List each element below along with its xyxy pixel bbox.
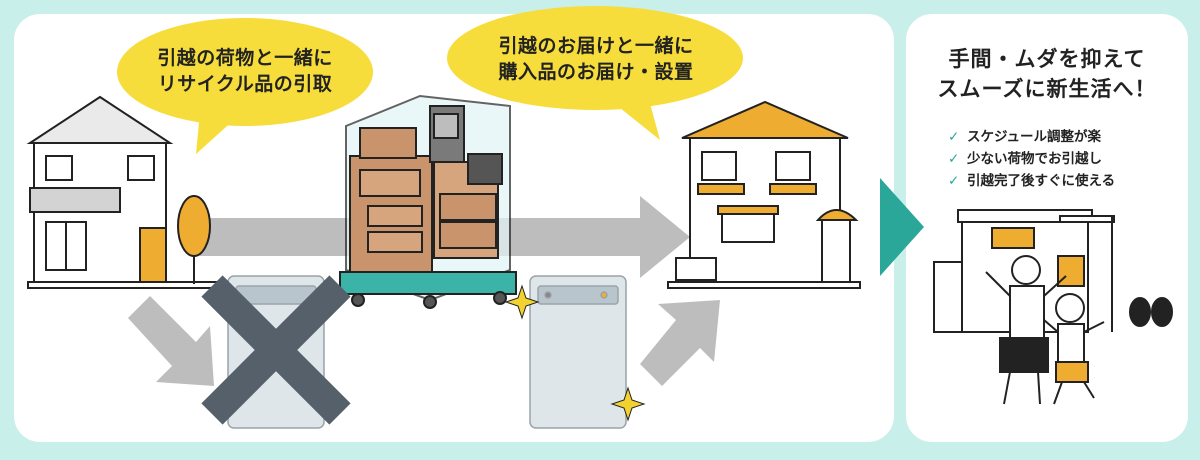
up-arrow (640, 300, 720, 386)
next-chevron-icon (880, 178, 924, 276)
benefit-text: スケジュール調整が楽 (967, 129, 1102, 145)
side-title: 手間・ムダを抑えて スムーズに新生活へ！ (906, 44, 1188, 104)
mother-icon (985, 255, 1067, 405)
benefit-text: 少ない荷物でお引越し (967, 151, 1102, 167)
bubble-left-text: 引越の荷物と一緒に リサイクル品の引取 (126, 45, 364, 97)
speech-bubble-right (447, 6, 743, 140)
check-icon: ✓ (948, 173, 960, 189)
benefit-text: 引越完了後すぐに使える (967, 173, 1116, 189)
check-icon: ✓ (948, 151, 960, 167)
bubble-right-line2: 購入品のお届け・設置 (498, 61, 694, 83)
check-icon: ✓ (948, 129, 960, 145)
side-title-line1: 手間・ムダを抑えて (948, 47, 1146, 71)
new-house-icon (667, 100, 861, 289)
down-arrow (128, 296, 214, 386)
list-item: ✓ 引越完了後すぐに使える (948, 170, 1115, 192)
bubble-left-line1: 引越の荷物と一緒に (157, 47, 333, 69)
sparkle-icon (504, 284, 646, 422)
new-washing-machine-icon (529, 275, 627, 429)
cross-icon (201, 275, 351, 425)
cargo-cart-icon (339, 94, 517, 309)
bubble-right-text: 引越のお届けと一緒に 購入品のお届け・設置 (458, 33, 734, 85)
side-title-line2: スムーズに新生活へ！ (937, 77, 1157, 101)
list-item: ✓ 少ない荷物でお引越し (948, 148, 1115, 170)
tree-icon (177, 195, 211, 284)
list-item: ✓ スケジュール調整が楽 (948, 126, 1115, 148)
bubble-left-line2: リサイクル品の引取 (157, 73, 333, 95)
speech-bubble-left (117, 18, 373, 154)
child-icon (1043, 293, 1105, 405)
old-house-icon (26, 95, 217, 289)
family-house-icon (933, 209, 1173, 333)
benefit-list: ✓ スケジュール調整が楽 ✓ 少ない荷物でお引越し ✓ 引越完了後すぐに使える (948, 126, 1115, 192)
bubble-right-line1: 引越のお届けと一緒に (498, 35, 694, 57)
